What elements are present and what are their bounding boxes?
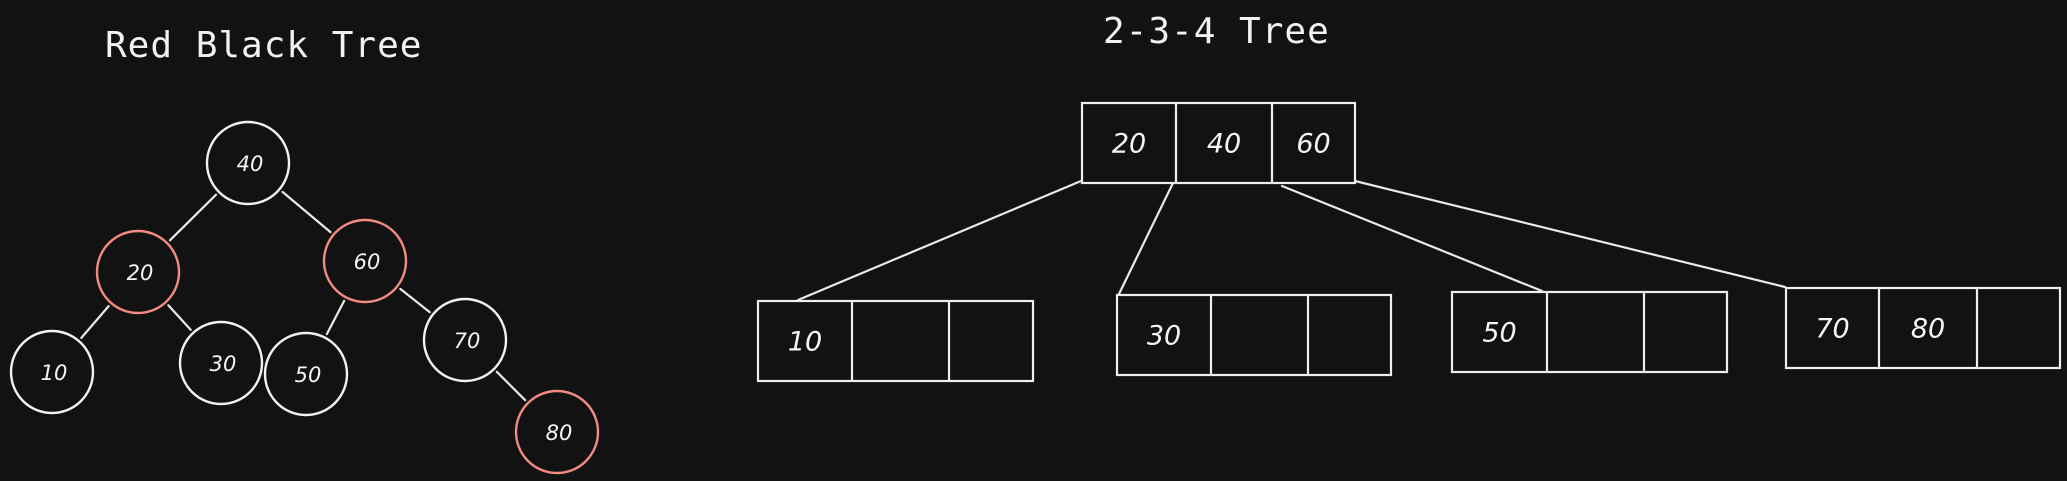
rb-edge-20-30 (167, 304, 192, 331)
btree-edge-root-to-child-3 (1280, 184, 1544, 293)
rb-node-10-circle (9, 329, 95, 415)
two-three-four-tree-edges (796, 179, 1787, 302)
btree-child-node-2-outline (1115, 293, 1393, 377)
red-black-tree-nodes: 40 20 60 10 30 50 70 80 (9, 120, 600, 475)
btree-child-node-1-key-10: 10 (788, 327, 822, 358)
rb-edge-40-60 (281, 190, 332, 234)
rb-node-50-label: 50 (295, 363, 322, 387)
rb-node-20: 20 (95, 229, 181, 315)
btree-child-node-3-key-50: 50 (1482, 318, 1516, 349)
btree-root-node: 20 40 60 (1080, 101, 1357, 185)
btree-root-node-key-20: 20 (1112, 129, 1146, 160)
rb-node-50-circle (263, 331, 349, 417)
rb-node-40: 40 (205, 120, 291, 206)
rb-node-60-label: 60 (354, 250, 381, 274)
btree-child-node-4-outline (1784, 286, 2062, 370)
btree-child-node-2-key-30: 30 (1147, 321, 1181, 352)
btree-child-node-3-outline (1450, 290, 1729, 374)
rb-edge-60-70 (399, 287, 431, 314)
rb-edge-40-20 (168, 193, 218, 242)
btree-edge-root-to-child-1 (796, 179, 1083, 302)
rb-node-60-circle (322, 218, 408, 304)
rb-node-30: 30 (178, 320, 264, 406)
rb-node-60: 60 (322, 218, 408, 304)
rb-edge-70-80 (495, 370, 527, 402)
btree-root-node-outline (1080, 101, 1357, 185)
btree-child-node-1-outline (756, 299, 1035, 383)
rb-node-70-label: 70 (454, 329, 481, 353)
rb-node-10-label: 10 (41, 361, 68, 385)
rb-node-10: 10 (9, 329, 95, 415)
btree-child-node-1: 10 (756, 299, 1035, 383)
rb-node-50: 50 (263, 331, 349, 417)
btree-edge-root-to-child-2 (1117, 181, 1175, 296)
btree-child-node-4-key-80: 80 (1911, 314, 1945, 345)
btree-child-node-4-key-70: 70 (1815, 314, 1849, 345)
rb-edge-20-10 (80, 305, 110, 339)
rb-node-80-label: 80 (546, 421, 573, 445)
rb-node-30-circle (178, 320, 264, 406)
btree-root-node-key-40: 40 (1207, 129, 1241, 160)
red-black-tree-edges (80, 190, 527, 402)
red-black-tree-title: Red Black Tree (105, 25, 422, 66)
rb-node-40-label: 40 (237, 152, 264, 176)
rb-node-20-label: 20 (127, 261, 154, 285)
rb-node-40-circle (205, 120, 291, 206)
rb-node-80: 80 (514, 389, 600, 475)
btree-root-node-key-60: 60 (1296, 129, 1330, 160)
btree-child-node-4: 70 80 (1784, 286, 2062, 370)
btree-edge-root-to-child-4 (1353, 179, 1787, 289)
two-three-four-tree-title: 2-3-4 Tree (1103, 11, 1330, 52)
rb-node-70: 70 (422, 297, 508, 383)
rb-node-70-circle (422, 297, 508, 383)
rb-node-20-circle (95, 229, 181, 315)
rb-edge-60-50 (325, 299, 346, 336)
btree-child-node-2: 30 (1115, 293, 1393, 377)
two-three-four-tree-nodes: 20 40 60 10 30 50 70 80 (756, 101, 2062, 383)
btree-child-node-3: 50 (1450, 290, 1729, 374)
rb-node-30-label: 30 (210, 352, 237, 376)
rb-node-80-circle (514, 389, 600, 475)
